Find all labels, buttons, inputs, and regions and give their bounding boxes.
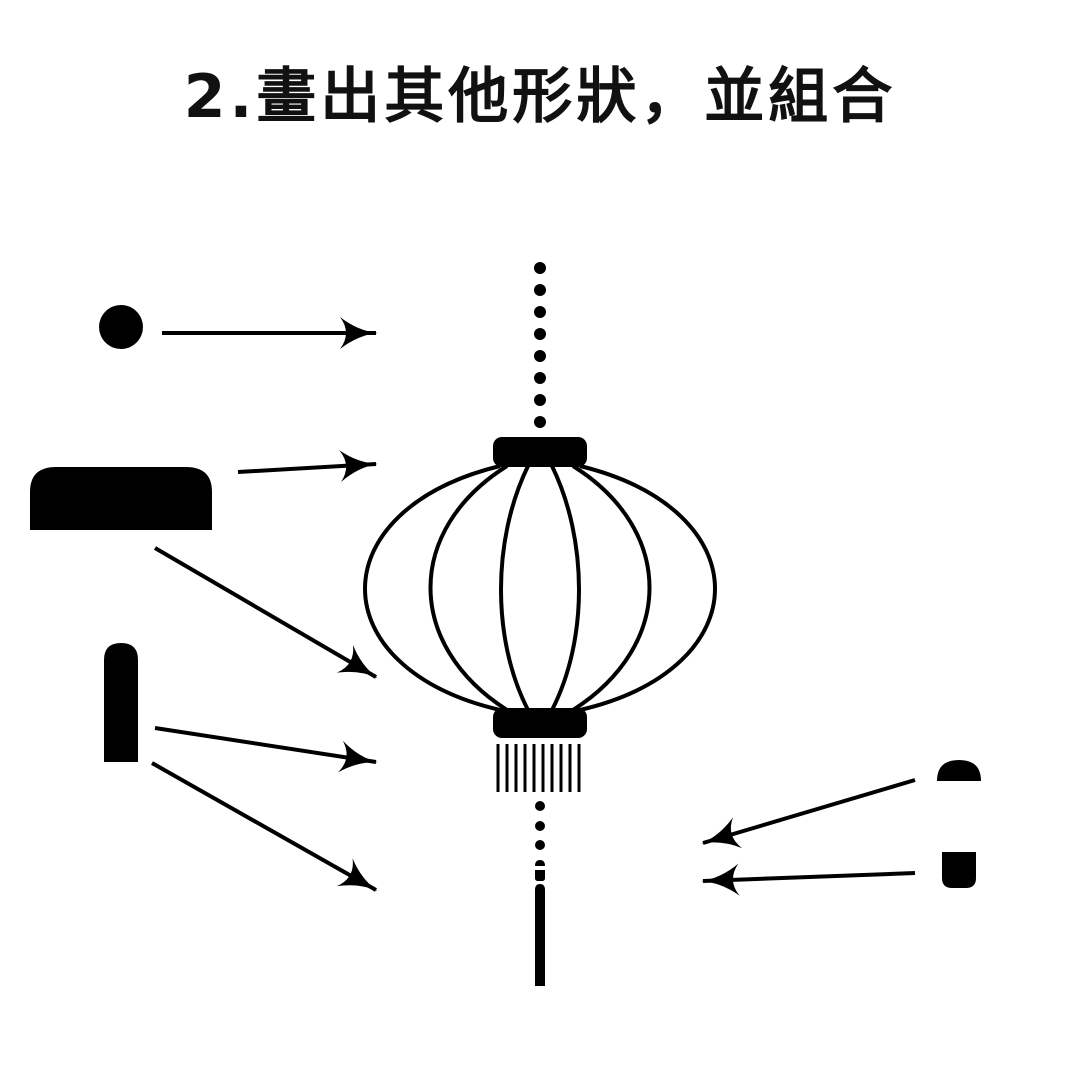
lantern-bottom-cap xyxy=(493,708,587,738)
lantern-top-cap xyxy=(493,437,587,467)
lantern-body xyxy=(363,464,717,712)
arrow-icon xyxy=(154,726,378,773)
arrows xyxy=(151,317,916,896)
arrow-icon xyxy=(701,778,916,849)
cap-shape xyxy=(30,467,212,530)
arrow-icon xyxy=(237,450,378,483)
lantern-tail xyxy=(535,884,545,986)
arrow-icon xyxy=(701,863,916,896)
lantern-tassel xyxy=(496,744,581,792)
lantern-icon xyxy=(363,262,717,986)
arrow-icon xyxy=(151,761,378,892)
rounded-square-shape xyxy=(942,852,976,888)
hanging-dots-top xyxy=(534,262,546,428)
page-title: 2.畫出其他形狀，並組合 xyxy=(183,62,897,132)
arrow-icon xyxy=(153,546,378,679)
pill-bar-shape xyxy=(104,643,138,762)
half-dome-shape xyxy=(937,760,981,781)
dot-shape xyxy=(99,305,143,349)
hanging-dots-bottom xyxy=(535,801,545,881)
